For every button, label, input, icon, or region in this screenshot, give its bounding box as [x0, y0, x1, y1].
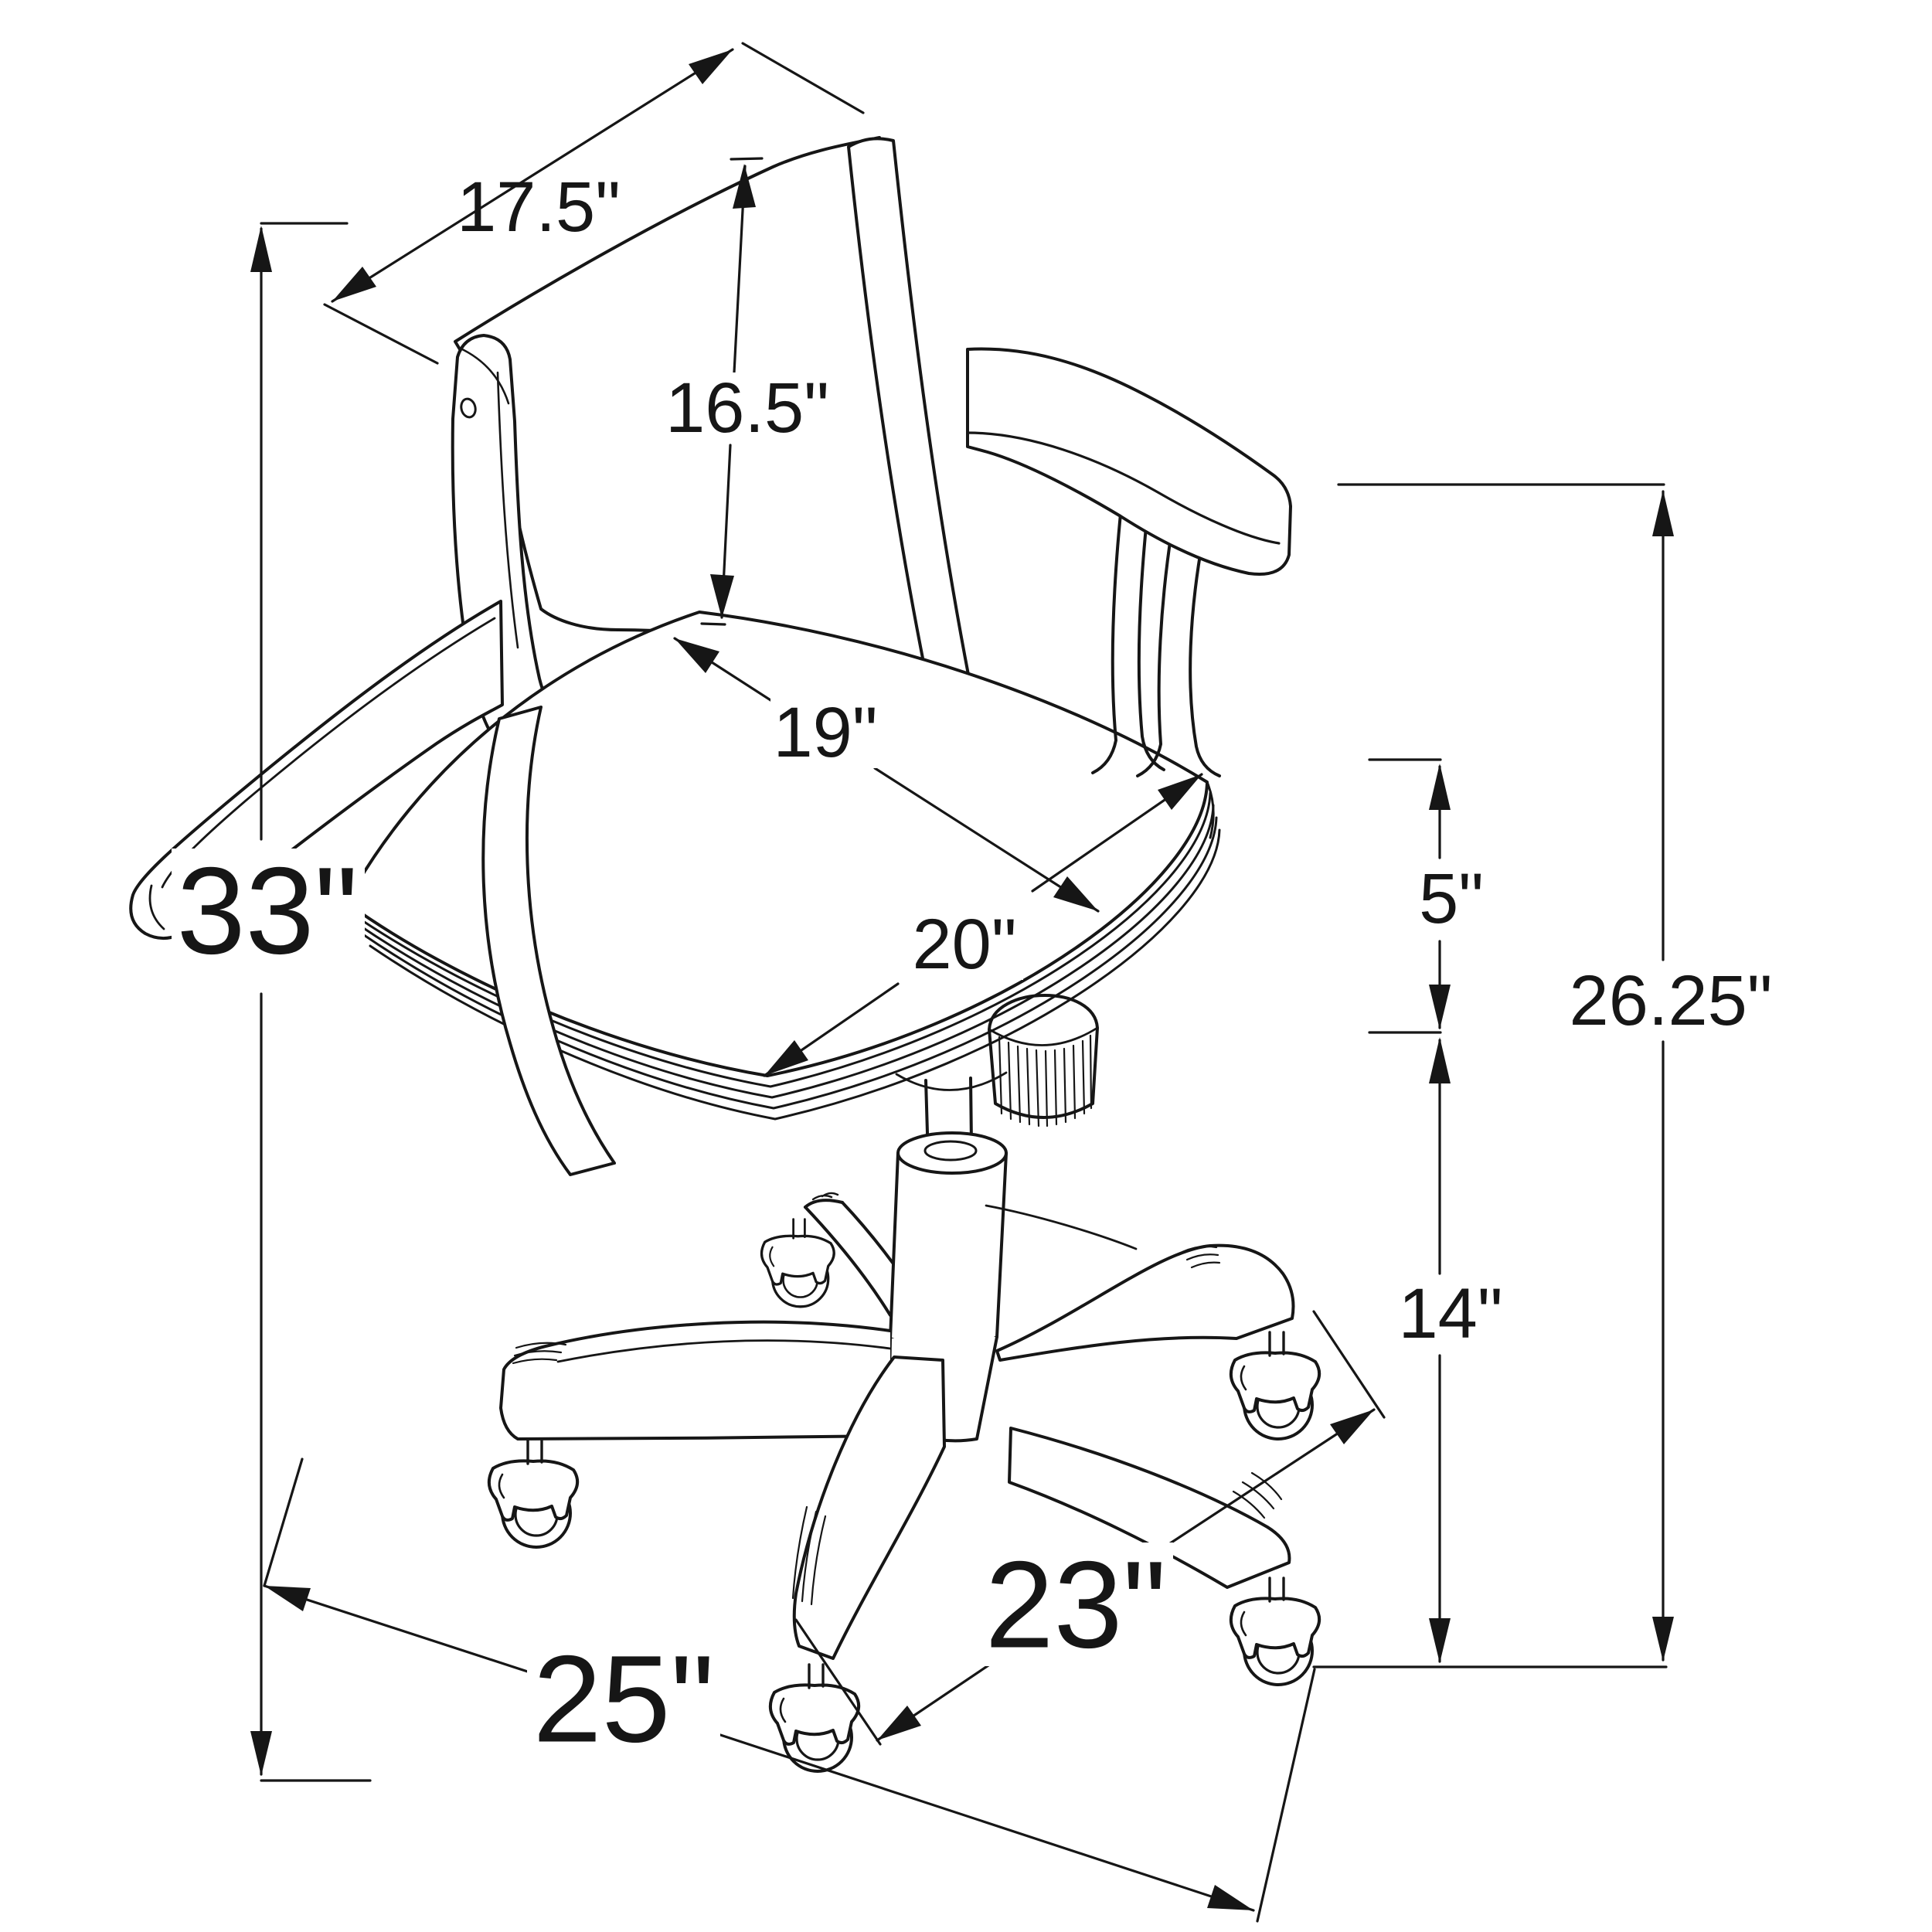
dim-label-back-height: 16.5": [665, 369, 829, 447]
dim-label-floor-to-seat: 14": [1399, 1274, 1503, 1353]
dim-label-overall-height: 33": [177, 842, 359, 980]
dimension-seat-width: [763, 773, 1203, 1077]
left-arm-support: [481, 706, 616, 1176]
dim-label-base-diagonal: 23": [985, 1536, 1167, 1674]
dim-label-seat-thickness: 5": [1419, 859, 1484, 938]
dim-label-seat-depth: 19": [774, 693, 878, 772]
right-arm-pad: [966, 347, 1292, 576]
dimension-back-width: [323, 42, 865, 365]
dimension-seat-thickness: [1368, 758, 1451, 1034]
base-leg-front-left: [791, 1355, 946, 1660]
caster-front-right: [1229, 1577, 1321, 1686]
dimension-base-diagonal: [794, 1310, 1386, 1746]
seat-adjust-knob: [988, 994, 1099, 1128]
caster-right-back: [1229, 1331, 1321, 1440]
dimension-seat-depth: [673, 637, 1100, 913]
right-arm-support: [1091, 497, 1165, 774]
dimension-floor-to-seat: [1429, 1037, 1451, 1663]
stile-bolt-hole: [460, 397, 477, 419]
dimension-base-side: [263, 1458, 1316, 1923]
dim-label-back-width: 17.5": [457, 168, 621, 247]
base-leg-right-back: [985, 1204, 1295, 1362]
dimension-label-halos: [172, 372, 1776, 1760]
dimension-labels: 17.5" 16.5" 19" 20" 33" 5" 26.25" 14" 23…: [177, 168, 1773, 1768]
right-armrest: [966, 347, 1292, 777]
base-leg-left: [499, 1320, 892, 1440]
dimension-overall-height: [250, 222, 372, 1782]
dim-label-base-side: 25": [533, 1630, 715, 1768]
dimension-back-height: [700, 157, 764, 626]
dim-label-arm-height: 26.25": [1570, 961, 1773, 1040]
dimension-annotations: [250, 42, 1674, 1923]
dim-label-seat-width: 20": [913, 905, 1017, 984]
seat-rim-lines: [350, 781, 1221, 1121]
dimension-arm-height: [1312, 483, 1674, 1668]
base-leg-front-right: [1008, 1427, 1291, 1589]
caster-left: [487, 1439, 580, 1549]
caster-back: [760, 1218, 835, 1308]
